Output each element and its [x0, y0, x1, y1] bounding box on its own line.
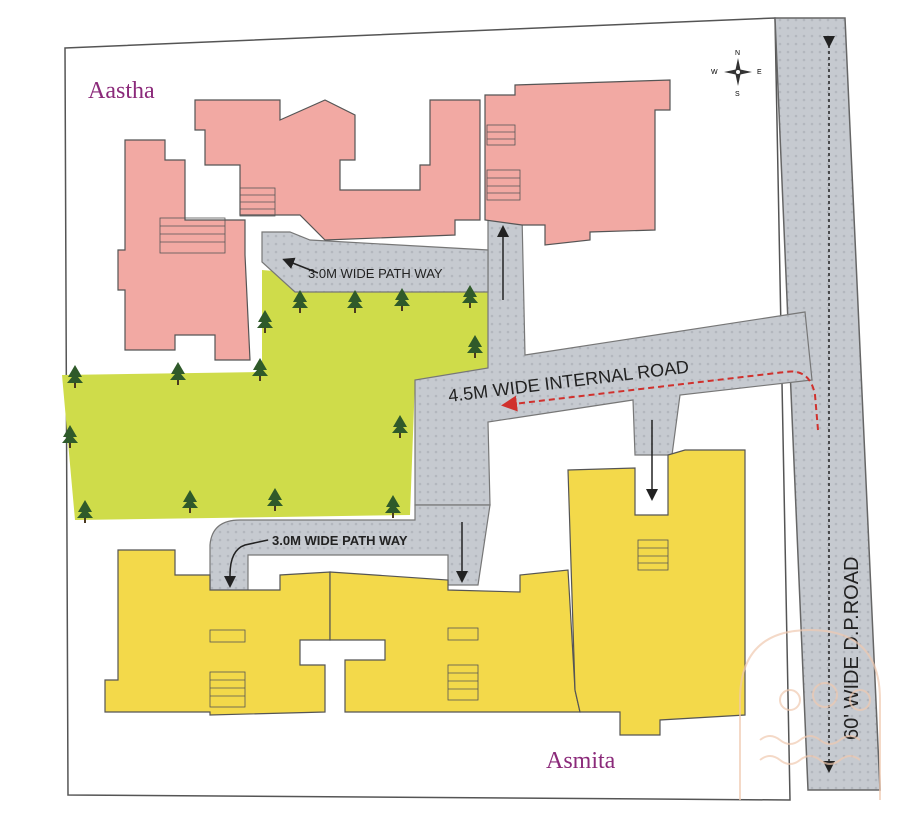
internal-road: [414, 214, 813, 506]
aastha-block-east: [484, 79, 671, 246]
tree-icon: [462, 285, 478, 308]
compass-e: E: [757, 69, 762, 76]
tree-icon: [170, 362, 186, 385]
compass-n: N: [735, 50, 740, 57]
tree-icon: [292, 290, 308, 313]
bottom-path-way: [209, 504, 491, 596]
entry-arrow: [501, 370, 819, 431]
watermark-logo: [739, 628, 881, 800]
asmita-buildings: [104, 449, 746, 736]
tree-icon: [62, 425, 78, 448]
asmita-block-west: [104, 549, 331, 716]
asmita-staircases: [209, 539, 669, 708]
lawn: [62, 270, 490, 520]
arrow-path-top: [282, 257, 319, 274]
path-top-label: 3.0M WIDE PATH WAY: [308, 266, 443, 281]
tree-icon: [467, 335, 483, 358]
path-bottom-label: 3.0M WIDE PATH WAY: [272, 533, 408, 548]
aastha-staircases: [159, 124, 521, 254]
asmita-label: Asmita: [546, 748, 616, 774]
tree-icon: [267, 488, 283, 511]
tree-icon: [77, 500, 93, 523]
tree-icon: [67, 365, 83, 388]
tree-icon: [392, 415, 408, 438]
tree-icon: [257, 310, 273, 333]
trees: [62, 285, 483, 523]
tree-icon: [385, 495, 401, 518]
aastha-buildings: [117, 79, 671, 361]
aastha-label: Aastha: [88, 78, 155, 104]
tree-icon: [182, 490, 198, 513]
aastha-block-center: [194, 99, 481, 241]
compass-s: S: [735, 91, 740, 98]
top-path-way: [261, 231, 489, 293]
asmita-block-east: [567, 449, 746, 736]
direction-arrows: [224, 36, 835, 773]
dp-road-label: 60' WIDE D.P.ROAD: [841, 557, 863, 741]
tree-icon: [394, 288, 410, 311]
tree-icon: [347, 290, 363, 313]
compass-w: W: [711, 69, 718, 76]
tree-icon: [252, 358, 268, 381]
dp-road: [774, 17, 881, 791]
arrow-path-bottom: [224, 539, 269, 588]
compass-rose-icon: N S E W: [711, 50, 762, 98]
aastha-block-west: [117, 139, 251, 361]
